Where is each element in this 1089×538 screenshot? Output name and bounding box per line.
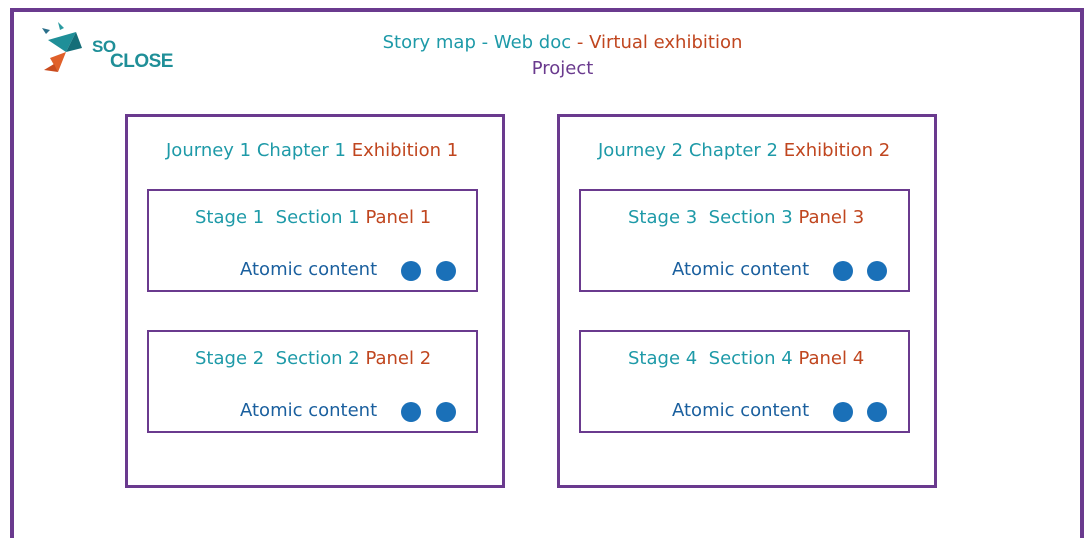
stage-label: Stage 2 xyxy=(195,348,265,369)
panel-label: Panel 3 xyxy=(798,207,865,228)
atomic-content-dot xyxy=(833,402,853,422)
soclose-logo: SO CLOSE xyxy=(36,18,173,78)
section-label: Section 4 xyxy=(708,348,793,369)
atomic-content-label: Atomic content xyxy=(672,400,810,421)
title-separator-1: - xyxy=(475,32,494,53)
journey-1-heading: Journey 1 Chapter 1 Exhibition 1 xyxy=(166,140,458,161)
section-label: Section 1 xyxy=(275,207,360,228)
panel-label: Panel 1 xyxy=(365,207,432,228)
project-frame xyxy=(10,8,1084,538)
stage-2-box xyxy=(147,330,478,433)
stage-label: Stage 4 xyxy=(628,348,698,369)
journey-2-heading: Journey 2 Chapter 2 Exhibition 2 xyxy=(598,140,890,161)
stage-label: Stage 1 xyxy=(195,207,265,228)
exhibition-label: Exhibition 2 xyxy=(783,140,891,161)
exhibition-label: Exhibition 1 xyxy=(351,140,459,161)
stage-3-heading: Stage 3 Section 3 Panel 3 xyxy=(628,207,864,228)
panel-label: Panel 2 xyxy=(365,348,432,369)
journey-label: Journey 2 xyxy=(598,140,684,161)
atomic-content-dot xyxy=(833,261,853,281)
stage-3-box xyxy=(579,189,910,292)
section-label: Section 3 xyxy=(708,207,793,228)
panel-label: Panel 4 xyxy=(798,348,865,369)
atomic-content-dot xyxy=(867,402,887,422)
logo-text-close: CLOSE xyxy=(110,51,173,72)
journey-label: Journey 1 xyxy=(166,140,252,161)
origami-bird-logo-icon xyxy=(42,22,82,72)
atomic-content-label: Atomic content xyxy=(240,259,378,280)
diagram-title: Story map - Web doc - Virtual exhibition xyxy=(0,32,1089,53)
diagram-subtitle-project: Project xyxy=(531,58,594,79)
stage-4-heading: Stage 4 Section 4 Panel 4 xyxy=(628,348,864,369)
title-web-doc: Web doc xyxy=(493,32,572,53)
logo-text-so: SO xyxy=(92,37,116,56)
atomic-content-dot xyxy=(436,261,456,281)
atomic-content-dot xyxy=(401,261,421,281)
stage-2-heading: Stage 2 Section 2 Panel 2 xyxy=(195,348,431,369)
atomic-content-dot xyxy=(436,402,456,422)
stage-label: Stage 3 xyxy=(628,207,698,228)
title-separator-2: - xyxy=(571,32,590,53)
atomic-content-dot xyxy=(401,402,421,422)
atomic-content-dot xyxy=(867,261,887,281)
stage-1-heading: Stage 1 Section 1 Panel 1 xyxy=(195,207,431,228)
chapter-label: Chapter 1 xyxy=(256,140,346,161)
title-story-map: Story map xyxy=(382,32,476,53)
chapter-label: Chapter 2 xyxy=(688,140,778,161)
title-virtual-exhibition: Virtual exhibition xyxy=(589,32,743,53)
atomic-content-label: Atomic content xyxy=(672,259,810,280)
section-label: Section 2 xyxy=(275,348,360,369)
stage-1-box xyxy=(147,189,478,292)
stage-4-box xyxy=(579,330,910,433)
atomic-content-label: Atomic content xyxy=(240,400,378,421)
